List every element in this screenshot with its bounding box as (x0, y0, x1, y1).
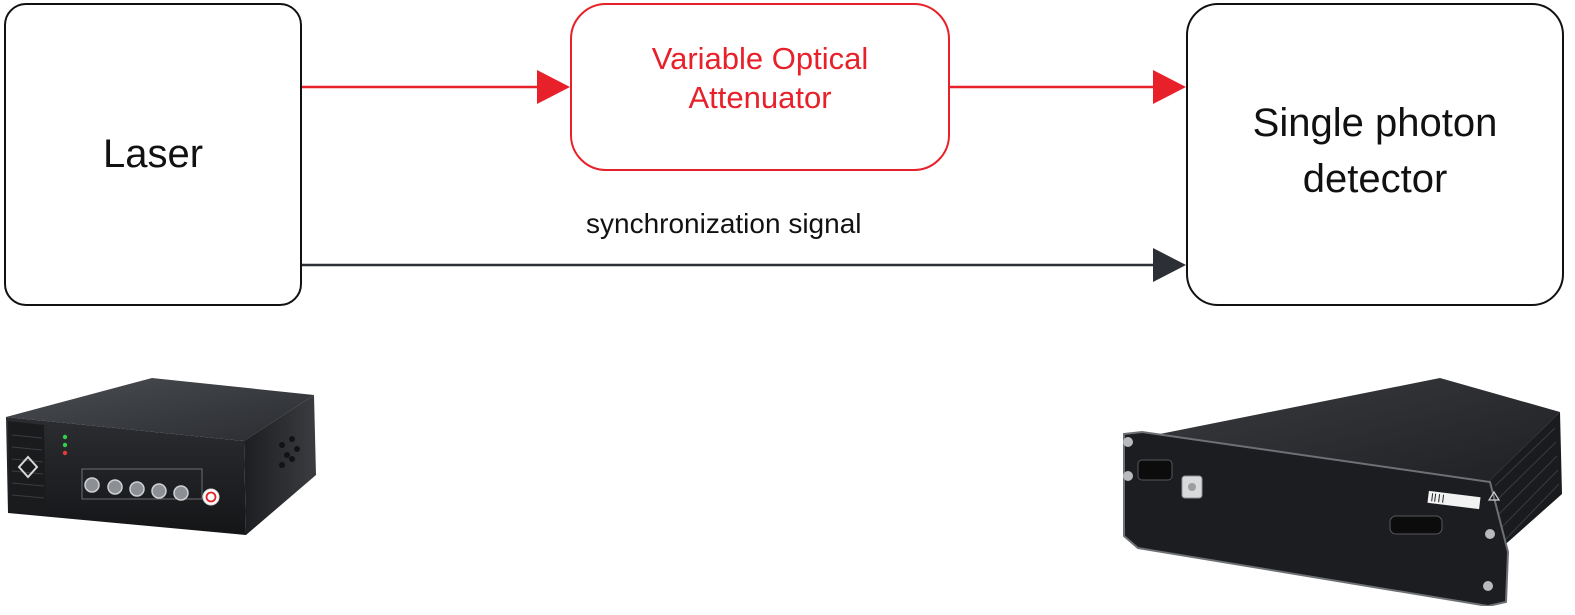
sync-edge-laser-to-detector (302, 248, 1186, 282)
detector-node: Single photon detector (1186, 3, 1564, 306)
attenuator-label-line2: Attenuator (688, 80, 832, 115)
attenuator-label-line1: Variable Optical (651, 41, 869, 76)
arrowhead (1153, 70, 1186, 104)
arrowhead (1153, 248, 1186, 282)
sync-edge-label: synchronization signal (586, 208, 862, 239)
arrowhead (537, 70, 570, 104)
detector-device-photo (1123, 378, 1562, 606)
optical-edge-attenuator-to-detector (950, 70, 1186, 104)
optical-edge-laser-to-attenuator (302, 70, 570, 104)
laser-label: Laser (102, 132, 204, 176)
detector-label-line1: Single photon (1252, 100, 1498, 145)
laser-device-photo (6, 378, 316, 535)
attenuator-node: Variable Optical Attenuator (570, 3, 950, 171)
detector-label-line2: detector (1302, 156, 1448, 201)
laser-node: Laser (4, 3, 302, 306)
